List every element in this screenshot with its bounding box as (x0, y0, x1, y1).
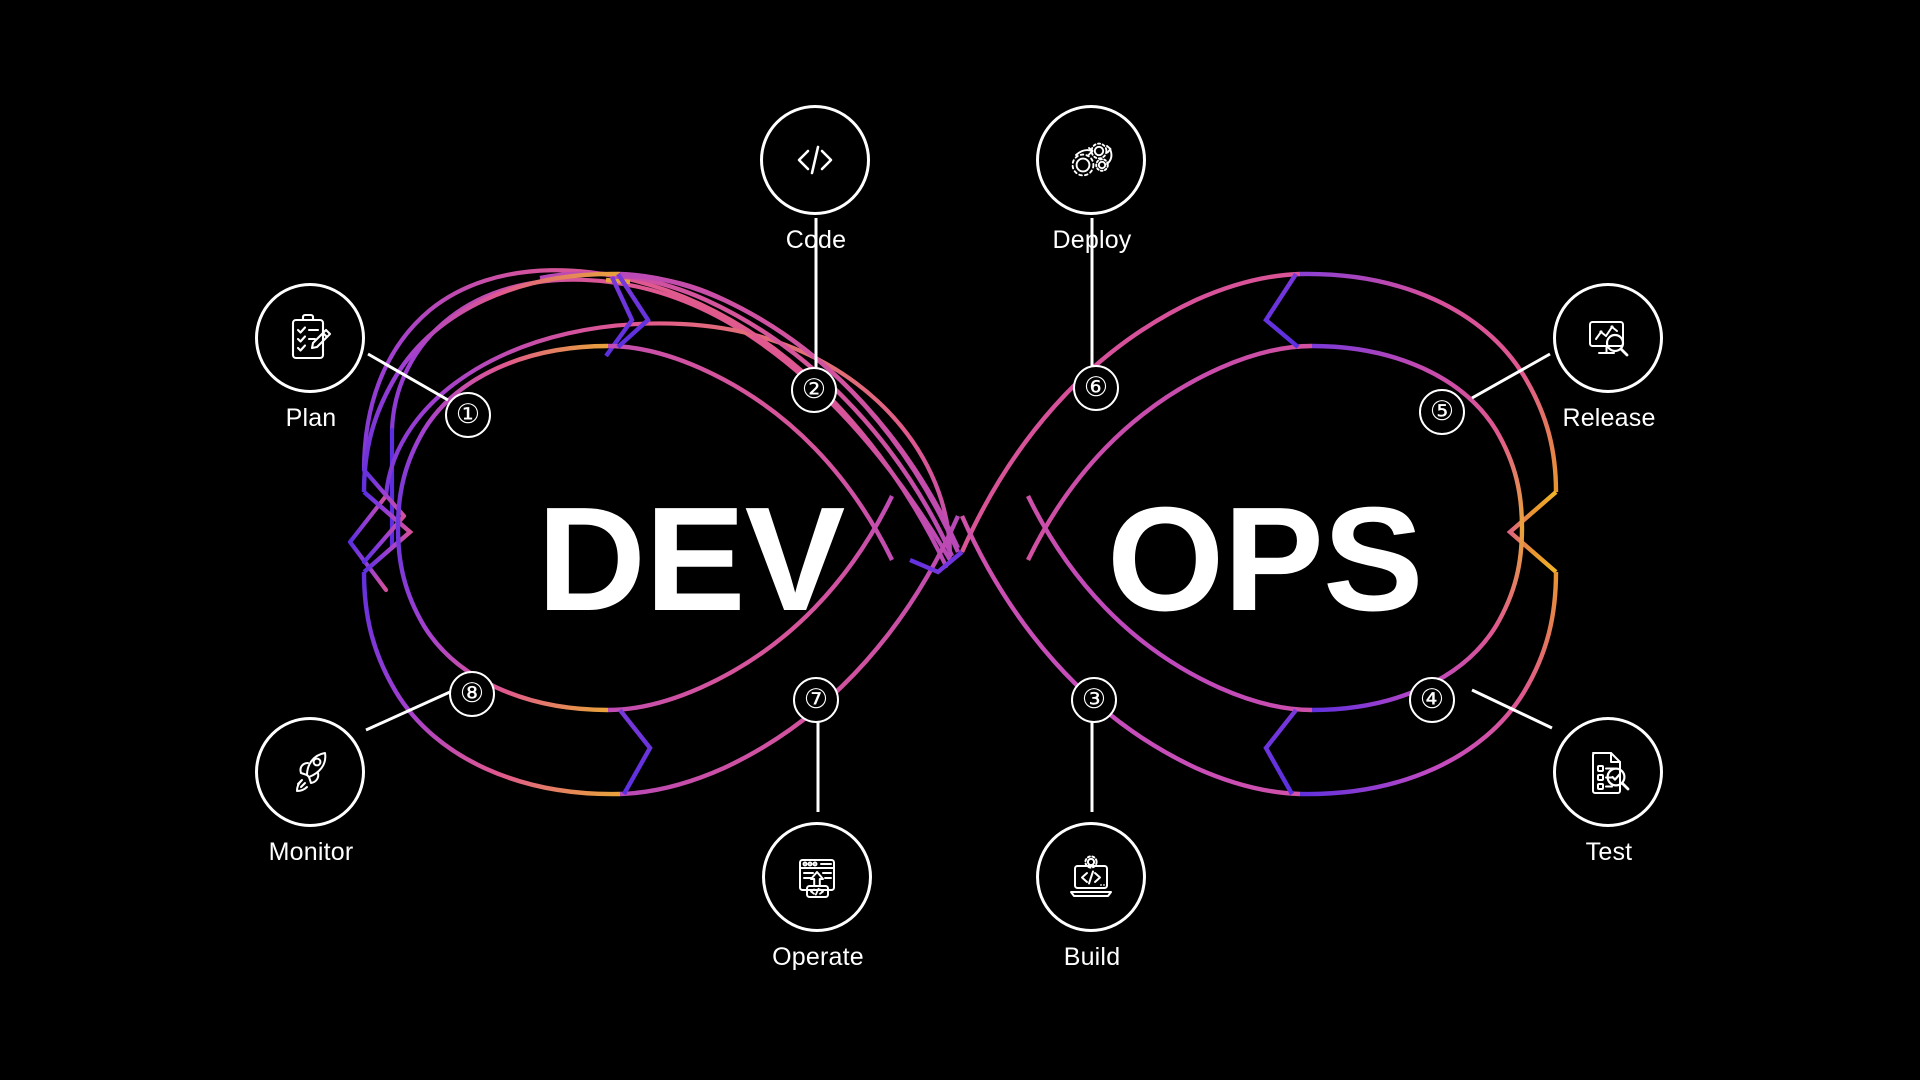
stage-node-build[interactable]: Build (1036, 822, 1148, 972)
stage-number-6: ⑥ (1073, 365, 1119, 411)
left-outer-bottom-arc (619, 515, 961, 797)
stage-label-test: Test (1585, 838, 1633, 866)
stage-number-1-text: ① (455, 398, 481, 429)
stage-label-code: Code (785, 226, 847, 254)
stage-label-operate: Operate (772, 943, 864, 971)
stage-node-deploy[interactable]: Deploy (1036, 105, 1148, 255)
left-outer-upper-left-arc (361, 271, 621, 493)
code-icon-circle[interactable] (760, 105, 870, 215)
clipboard-checklist-pencil-icon (291, 313, 332, 360)
rocket-icon (296, 752, 327, 792)
left-outer-mid-notch (362, 490, 414, 574)
connector-lines (365, 218, 1553, 812)
stage-number-4: ④ (1409, 677, 1455, 723)
stage-number-8-text: ⑧ (459, 677, 485, 708)
deploy-icon-circle[interactable] (1036, 105, 1146, 215)
left-outer-lower-left-arc (361, 571, 621, 797)
stage-node-code[interactable]: Code (760, 105, 872, 255)
connector-test (1471, 688, 1553, 730)
left-outer-top-arc (619, 271, 961, 553)
stage-number-1: ① (445, 392, 491, 438)
left-inner-bottom-arc (607, 495, 894, 713)
stage-number-6-text: ⑥ (1083, 371, 1109, 402)
stage-node-operate[interactable]: Operate (762, 822, 874, 972)
stage-node-plan[interactable]: Plan (255, 283, 367, 433)
dev-wordmark: DEV (536, 477, 845, 642)
monitor-chart-magnifier-icon (1589, 321, 1629, 357)
stage-number-4-text: ④ (1419, 683, 1445, 714)
connector-release (1471, 352, 1551, 400)
test-icon-circle[interactable] (1553, 717, 1663, 827)
right-top-notch (1263, 272, 1300, 349)
browser-upload-code-icon (799, 859, 835, 898)
stage-node-test[interactable]: Test (1553, 717, 1665, 867)
right-outer-upper-right-arc (1299, 271, 1559, 493)
build-icon-circle[interactable] (1036, 822, 1146, 932)
code-brackets-icon (797, 145, 833, 175)
stage-number-2-text: ② (801, 373, 827, 404)
right-inner-bottom-arc (1026, 495, 1313, 713)
stage-label-deploy: Deploy (1052, 226, 1132, 254)
monitor-icon-circle[interactable] (255, 717, 365, 827)
right-outer-mid-notch (1506, 490, 1558, 574)
stage-label-plan: Plan (285, 404, 337, 432)
center-chevron-upper (909, 550, 964, 575)
stage-number-5: ⑤ (1419, 389, 1465, 435)
document-magnifier-check-icon (1592, 752, 1630, 794)
stage-number-5-text: ⑤ (1429, 395, 1455, 426)
right-inner-upper-right-arc (1311, 343, 1525, 529)
right-outer-bottom-arc (959, 515, 1301, 797)
left-bottom-notch (618, 708, 653, 796)
left-inner-lower-left-arc (395, 527, 609, 713)
right-outer-top-arc (959, 271, 1301, 553)
right-bottom-notch (1263, 708, 1298, 796)
right-inner-top-arc (1026, 343, 1313, 561)
connector-monitor (365, 690, 451, 732)
stage-label-release: Release (1562, 404, 1656, 432)
left-inner-top-arc (607, 343, 894, 561)
left-top-notch (616, 272, 651, 349)
laptop-code-gear-icon (1070, 855, 1112, 897)
right-inner-lower-right-arc (1311, 527, 1525, 713)
stage-number-8: ⑧ (449, 671, 495, 717)
stage-number-7: ⑦ (793, 677, 839, 723)
stage-node-release[interactable]: Release (1553, 283, 1665, 433)
release-icon-circle[interactable] (1553, 283, 1663, 393)
plan-icon-circle[interactable] (255, 283, 365, 393)
stage-node-monitor[interactable]: Monitor (255, 717, 367, 867)
left-inner-upper-left-arc (395, 343, 609, 529)
stage-number-7-text: ⑦ (803, 683, 829, 714)
stage-number-3-text: ③ (1081, 683, 1107, 714)
stage-number-2: ② (791, 367, 837, 413)
gears-arrow-icon (1071, 142, 1113, 177)
operate-icon-circle[interactable] (762, 822, 872, 932)
stage-label-build: Build (1063, 943, 1121, 971)
connector-plan (367, 352, 449, 402)
stage-number-3: ③ (1071, 677, 1117, 723)
stage-label-monitor: Monitor (268, 838, 354, 866)
ops-wordmark: OPS (1106, 477, 1424, 642)
